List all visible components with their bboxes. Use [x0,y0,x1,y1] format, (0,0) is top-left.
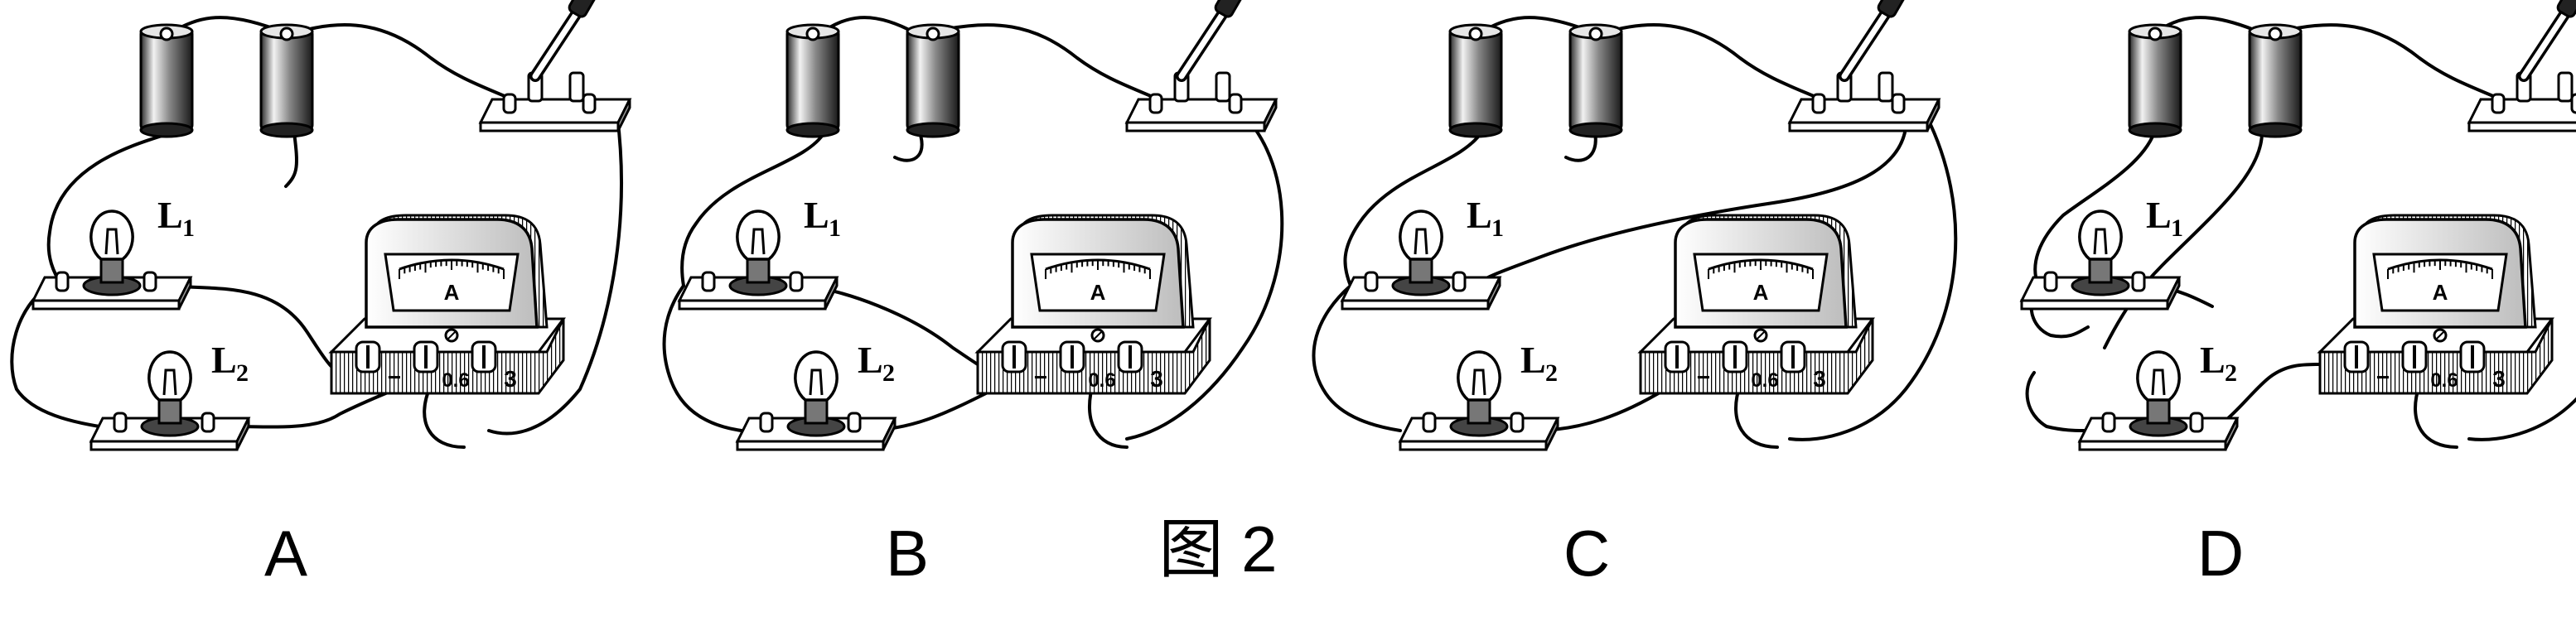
lamp-l2 [1398,350,1560,451]
wire [1125,102,1284,441]
option-label: D [2197,517,2244,590]
wire [487,114,623,436]
wire [1564,131,1597,162]
wire [2103,131,2264,349]
terminal-3-label: 3 [1150,366,1163,392]
lamp-l2-subscript: 2 [1545,359,1558,387]
lamp-l2-label: L [858,339,883,381]
wire [2467,397,2576,441]
wire [2273,23,2520,109]
lamp-l1-label: L [157,194,183,236]
wire [10,284,101,428]
terminal-minus-label: − [1697,364,1710,390]
battery-cell [2128,23,2182,138]
lamp-l1-subscript: 1 [1491,214,1504,242]
ammeter: A − 0.6 3 [1637,214,1875,395]
terminal-0-6-label: 0.6 [1751,369,1778,392]
battery-cell [2248,23,2303,138]
wire [292,23,532,109]
lamp-l1-subscript: 1 [2171,214,2183,242]
lamp-l1 [1340,210,1502,311]
ammeter: A − 0.6 3 [328,214,566,395]
wire [2033,131,2156,287]
option-label: C [1563,517,1610,590]
lamp-l1-label: L [1467,194,1492,236]
wire [2025,371,2085,432]
ammeter: A − 0.6 3 [2317,214,2554,395]
wire [1473,106,1908,287]
ammeter-symbol: A [1090,280,1106,305]
ammeter-symbol: A [444,280,460,305]
lamp-l2 [89,350,251,451]
battery-cell [139,23,194,138]
wire [680,131,826,287]
wire [164,284,350,378]
lamp-l1-label: L [2146,194,2172,236]
wire [1343,131,1483,287]
lamp-l1-subscript: 1 [829,214,841,242]
lamp-l1-label: L [804,194,829,236]
lamp-l2-subscript: 2 [2225,359,2237,387]
ammeter-symbol: A [1753,280,1769,305]
wire [2414,383,2458,449]
terminal-3-label: 3 [504,366,517,392]
lamp-l2-label: L [1520,339,1546,381]
battery-cell [785,23,840,138]
terminal-0-6-label: 0.6 [2430,369,2458,392]
wire [1734,383,1779,449]
battery-cell [1568,23,1623,138]
lamp-l2-subscript: 2 [882,359,895,387]
terminal-minus-label: − [1034,364,1047,390]
terminal-0-6-label: 0.6 [442,369,469,392]
wire [893,131,924,162]
option-label: B [886,517,929,590]
lamp-l1 [31,210,193,311]
battery-cell [259,23,314,138]
wire [1602,23,1841,109]
wire [2211,363,2322,432]
terminal-3-label: 3 [2492,366,2506,392]
lamp-l2 [735,350,897,451]
figure-caption: 图 2 [1158,513,1277,585]
ammeter-symbol: A [2433,280,2448,305]
lamp-l2-label: L [211,339,237,381]
lamp-l2-subscript: 2 [236,359,249,387]
battery-cell [906,23,960,138]
knife-switch [478,0,632,132]
terminal-3-label: 3 [1813,366,1826,392]
knife-switch [2467,0,2576,132]
battery-cell [1448,23,1503,138]
lamp-l1-subscript: 1 [182,214,195,242]
ammeter: A − 0.6 3 [974,214,1212,395]
lamp-l2-label: L [2200,339,2226,381]
wire [46,131,174,287]
wire [1312,284,1402,432]
wire [926,23,1178,109]
wire [662,284,743,432]
lamp-l1 [2019,210,2182,311]
terminal-minus-label: − [2376,364,2390,390]
terminal-0-6-label: 0.6 [1088,369,1115,392]
wire [1788,114,1958,441]
wire [284,131,298,188]
wire [423,383,466,449]
option-label: A [264,517,307,590]
knife-switch [1787,0,1941,132]
lamp-l1 [677,210,839,311]
knife-switch [1124,0,1278,132]
terminal-minus-label: − [388,364,401,390]
lamp-l2 [2077,350,2240,451]
